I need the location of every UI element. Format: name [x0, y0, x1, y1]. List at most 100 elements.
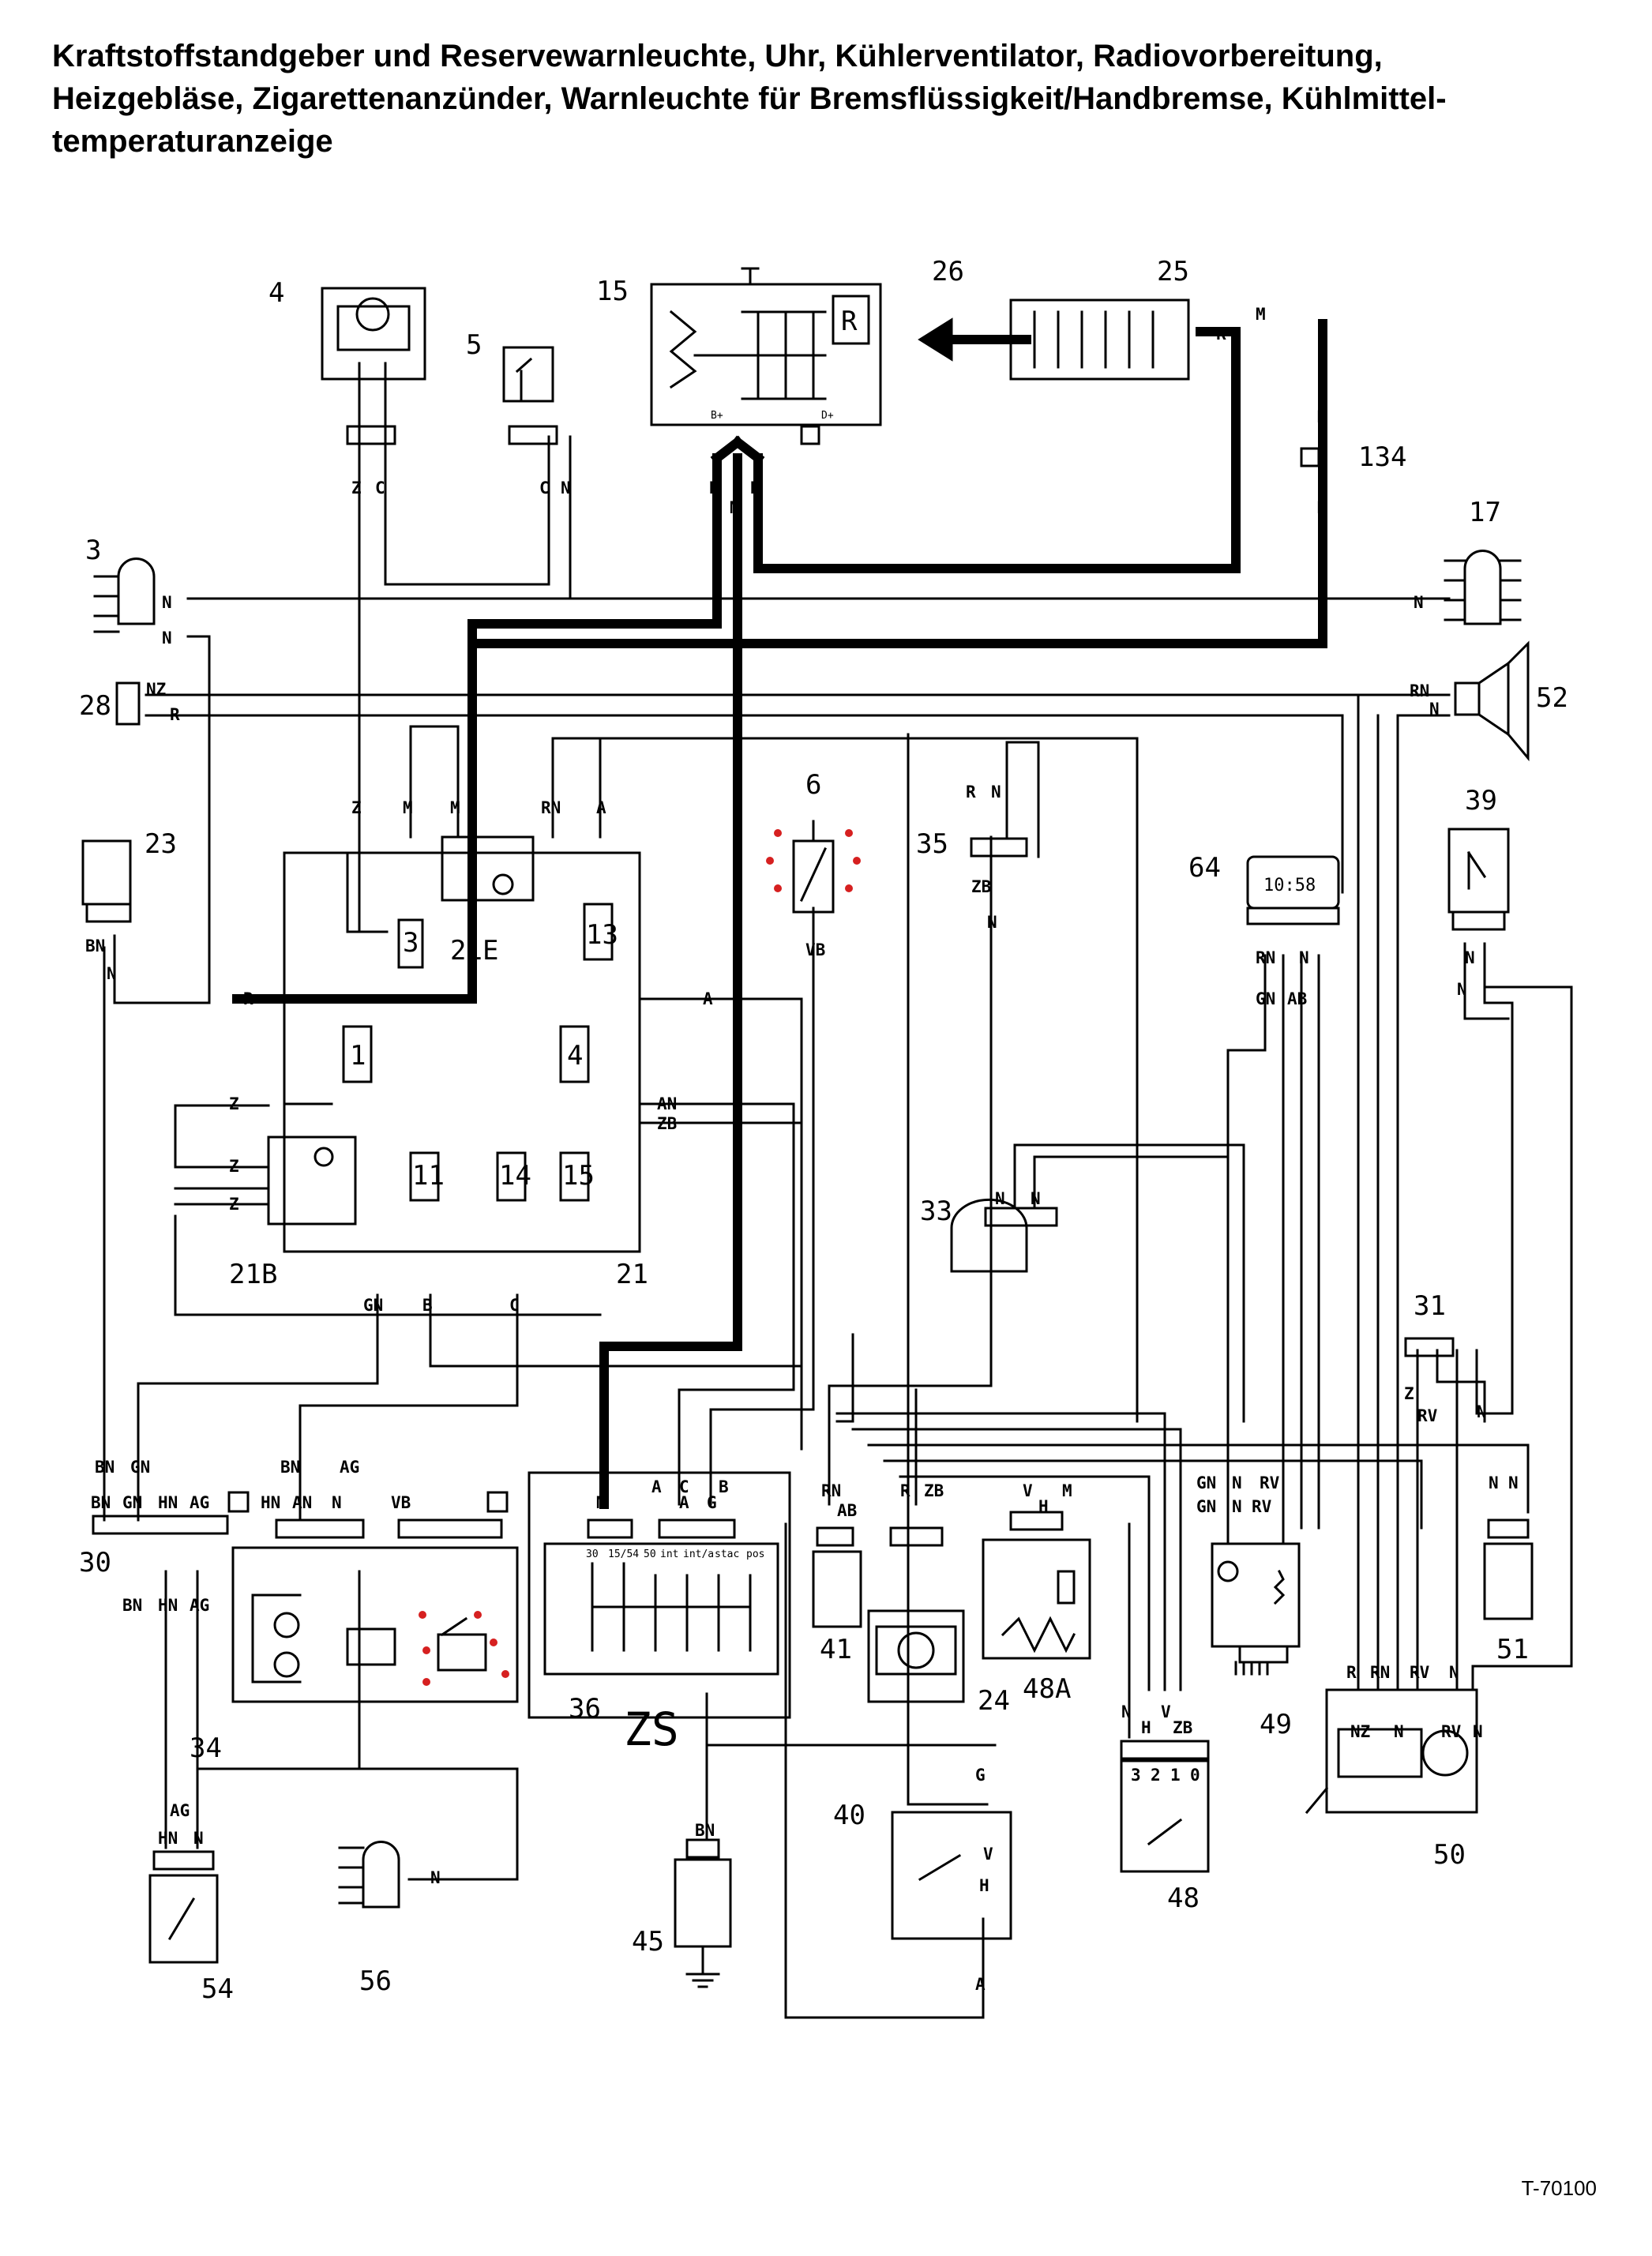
- wire-code: N: [1489, 1473, 1499, 1492]
- lamp-3: [93, 557, 156, 633]
- switch-54: [148, 1850, 219, 1964]
- wire-code: HN: [158, 1829, 178, 1848]
- wire-code: BN: [95, 1458, 115, 1477]
- connector-134: [1300, 447, 1320, 467]
- wire-code: V: [983, 1845, 993, 1864]
- wire-code: Z: [351, 798, 362, 817]
- wire-code: N: [1449, 1663, 1459, 1682]
- switch-40: [891, 1811, 1012, 1940]
- terminal-label: 15/54: [608, 1548, 639, 1560]
- wire-code: Z: [229, 1157, 239, 1176]
- switch-23: [81, 839, 132, 923]
- wire-code: AB: [837, 1501, 857, 1520]
- switch-51: [1483, 1518, 1534, 1620]
- wire-code: AG: [190, 1493, 209, 1512]
- wire-code: AN: [657, 1094, 677, 1113]
- radio-50: [1305, 1688, 1478, 1815]
- wire-code: N: [1429, 700, 1440, 719]
- wire-code: VB: [391, 1493, 411, 1512]
- cigarette-lighter-49: [1211, 1542, 1301, 1676]
- alternator-wire-M: [599, 453, 742, 1509]
- wire-code: N: [561, 479, 571, 497]
- wire-code: Z: [351, 479, 362, 497]
- wire-code: AG: [340, 1458, 359, 1477]
- position-label: 2: [1151, 1766, 1161, 1785]
- label-39: 39: [1465, 785, 1497, 816]
- wire-code: R: [709, 479, 719, 497]
- regulator-mark: R: [841, 306, 858, 337]
- switch-39: [1447, 828, 1510, 931]
- wire-code: R: [750, 479, 760, 497]
- wire-code: M: [1317, 407, 1327, 426]
- wire-code: RV: [1410, 1663, 1430, 1682]
- fuse-13: 13: [586, 919, 618, 951]
- wire-code: RN: [1256, 948, 1275, 967]
- wire-code: R: [170, 705, 180, 724]
- wire-N-3: [113, 635, 211, 1004]
- wire-code: VB: [805, 940, 825, 959]
- switch-positions: 3 2 1 0: [1131, 1766, 1200, 1785]
- reference-code: T-70100: [1521, 2176, 1597, 2200]
- component-labels: 3 4 5 6 15 17 21 21B 21E 23 24 25 26 28 …: [79, 256, 1568, 2005]
- wire-code: C: [509, 1296, 520, 1315]
- wire-code: HN: [261, 1493, 280, 1512]
- label-48: 48: [1167, 1883, 1200, 1914]
- wire-code: A: [651, 1477, 662, 1496]
- wire-code: M: [1317, 498, 1327, 517]
- fuse-11: 11: [412, 1160, 445, 1192]
- fusebox-21: [283, 835, 641, 1253]
- label-54: 54: [201, 1973, 234, 2005]
- label-21: 21: [616, 1259, 648, 1290]
- title-line-1: Kraftstoffstandgeber und Reservewarnleuc…: [52, 39, 1383, 73]
- label-36: 36: [569, 1693, 601, 1725]
- wire-code: M: [730, 498, 740, 517]
- wire-code: GN: [130, 1458, 150, 1477]
- battery-wire-R: [753, 327, 1241, 573]
- b-plus-mark: B+: [711, 410, 723, 422]
- label-33: 33: [920, 1196, 952, 1227]
- sender-6: [792, 820, 835, 937]
- label-34: 34: [190, 1732, 222, 1764]
- wire-code: RN: [1370, 1663, 1390, 1682]
- fuse-1: 1: [350, 1040, 366, 1072]
- label-25: 25: [1157, 256, 1189, 287]
- wire-code: A: [596, 798, 606, 817]
- annotation-dots: [419, 829, 861, 1686]
- wire-code: RV: [1417, 1406, 1438, 1425]
- clock-64: [1246, 855, 1340, 925]
- label-50: 50: [1433, 1839, 1466, 1871]
- wire-code: R: [966, 783, 976, 801]
- wire-code: A: [703, 989, 713, 1008]
- wire-code: N: [1414, 593, 1424, 612]
- power-wires: [232, 319, 1327, 1509]
- alternator-stub: [710, 435, 765, 465]
- wire-code: ZB: [657, 1114, 677, 1133]
- wire-code: N: [1394, 1722, 1404, 1741]
- ignition-switch-36: [528, 1471, 791, 1719]
- wire-code: ZB: [971, 877, 991, 896]
- lamp-56: [338, 1841, 400, 1909]
- label-56: 56: [359, 1965, 392, 1997]
- connector-30: [92, 1515, 229, 1535]
- wire-code: RN: [1410, 681, 1429, 700]
- wire-code: N: [995, 1189, 1005, 1208]
- wire-code: AB: [1287, 989, 1307, 1008]
- wire-code: N: [1473, 1722, 1483, 1741]
- ignition-terminal-labels: 30 15/54 50 int int/a stac pos: [586, 1548, 764, 1560]
- wire-code: R: [243, 989, 253, 1008]
- wire-code: BN: [85, 937, 105, 955]
- wire-code: BN: [695, 1821, 715, 1840]
- lamp-17: [1444, 550, 1522, 625]
- wire-code: M: [403, 798, 413, 817]
- wire-code: N: [1031, 1189, 1041, 1208]
- wire-code: N: [162, 629, 172, 648]
- label-24: 24: [978, 1685, 1010, 1717]
- wire-code: N: [1477, 1402, 1487, 1421]
- position-label: 1: [1170, 1766, 1181, 1785]
- wire-code: M: [1062, 1481, 1072, 1500]
- clock-display: 10:58: [1263, 876, 1316, 895]
- wire-code: GN: [1196, 1473, 1216, 1492]
- terminal-label: int: [660, 1548, 678, 1560]
- label-28: 28: [79, 690, 111, 722]
